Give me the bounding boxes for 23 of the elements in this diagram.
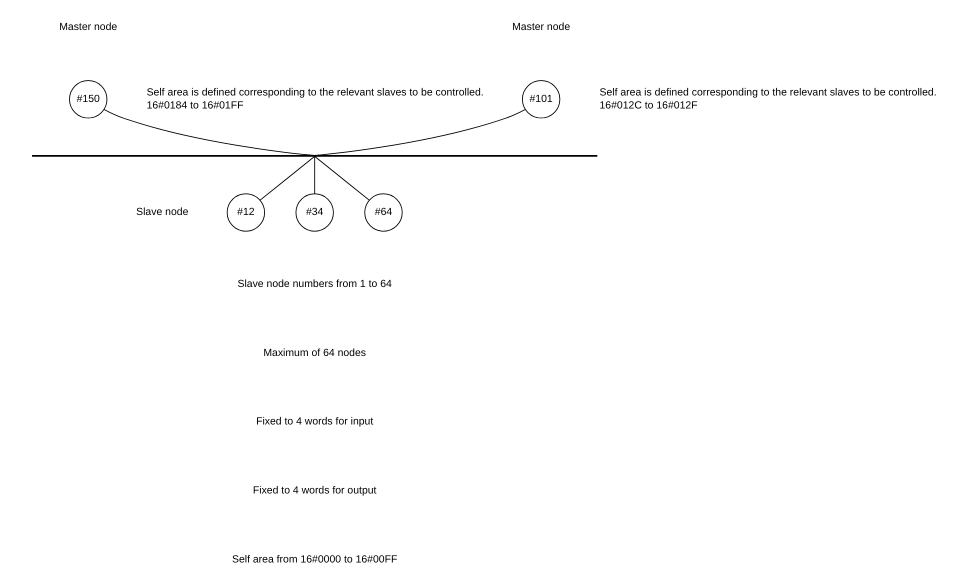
label: Slave node numbers from 1 to 64	[238, 279, 392, 290]
node-circle: #64	[364, 193, 403, 232]
connector	[104, 109, 316, 156]
label: Slave node	[136, 207, 188, 218]
node-label: 16#012C to 16#012F	[599, 100, 698, 112]
node-circle: #101	[522, 80, 560, 118]
node-circle: #12	[226, 193, 266, 232]
connector	[314, 156, 370, 201]
node-bar	[32, 155, 598, 157]
node-circle: #150	[69, 80, 108, 118]
node-label: Self area is defined corresponding to the relevant slaves to be controlled.	[599, 87, 937, 98]
connector	[314, 109, 526, 156]
label: Maximum of 64 nodes	[263, 348, 366, 359]
label: Master node	[59, 22, 118, 34]
node-circle: #34	[296, 193, 334, 232]
label: Master node	[512, 22, 570, 34]
label: Fixed to 4 words for input	[256, 416, 374, 428]
label: Fixed to 4 words for output	[252, 485, 376, 496]
connector	[260, 156, 316, 201]
node-label: Self area is defined corresponding to the relevant slaves to be controlled.	[146, 87, 484, 98]
node-label: 16#0184 to 16#01FF	[146, 100, 244, 112]
connector	[314, 156, 316, 194]
label: Self area from 16#0000 to 16#00FF	[232, 554, 398, 566]
